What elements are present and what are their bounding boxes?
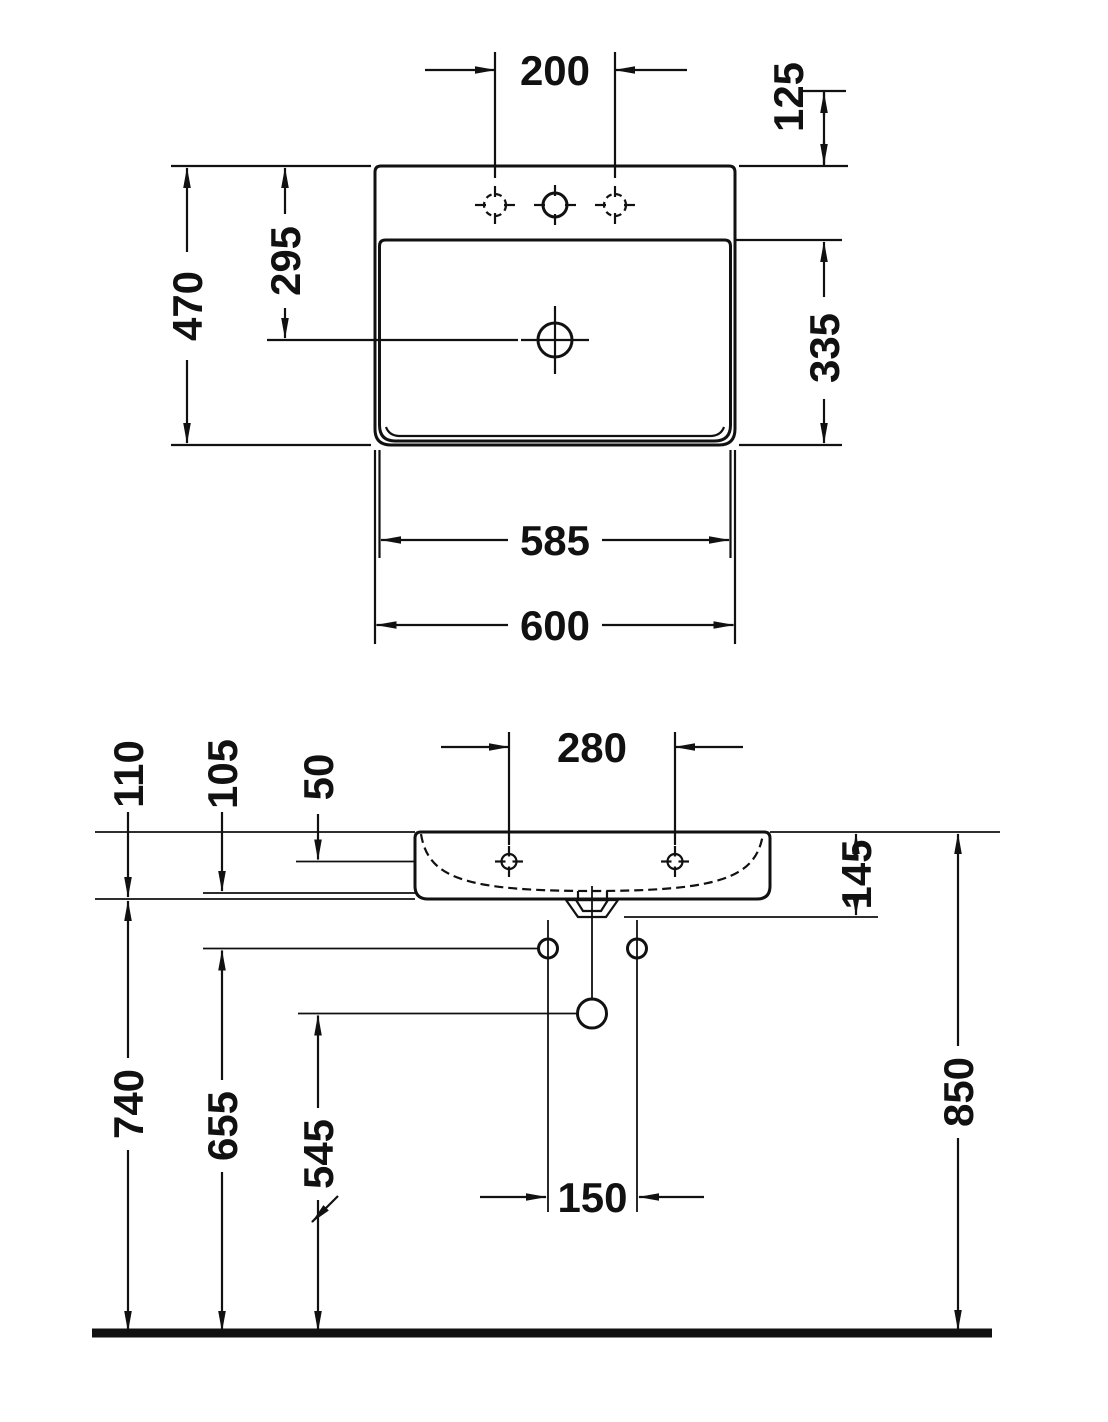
dim-tap-drop-50: 50 <box>295 754 342 861</box>
waste-outlet <box>521 306 589 374</box>
dim-label-110: 110 <box>105 740 152 808</box>
dim-outlet-rear-295: 295 <box>262 167 518 342</box>
dim-label-105: 105 <box>199 739 246 809</box>
dim-label-50: 50 <box>295 754 342 801</box>
dim-front-edge-110: 110 <box>105 740 152 898</box>
tap-hole-right <box>595 186 635 224</box>
dim-outlet-below-rim-145: 145 <box>833 833 880 916</box>
dim-label-335: 335 <box>801 313 848 383</box>
dim-label-150: 150 <box>557 1174 627 1221</box>
front-view: 110 105 50 280 145 740 <box>92 724 1000 1338</box>
bowl-bottom-contour <box>384 426 726 438</box>
dim-label-850: 850 <box>935 1057 982 1127</box>
dim-underside-height-740: 740 <box>105 900 152 1332</box>
dim-bowl-depth-335: 335 <box>735 238 848 447</box>
dim-label-200: 200 <box>520 47 590 94</box>
fixing-hole-right <box>626 937 648 960</box>
tap-hole-front-left <box>495 846 523 877</box>
dim-rim-height-850: 850 <box>935 833 982 1331</box>
dim-fixing-height-655: 655 <box>199 949 246 1332</box>
tap-hole-center <box>534 185 576 225</box>
dim-label-545: 545 <box>295 1119 342 1189</box>
dim-label-600: 600 <box>520 602 590 649</box>
basin-inner-rim <box>378 238 732 443</box>
dim-label-280: 280 <box>557 724 627 771</box>
top-view: 200 125 470 295 <box>164 47 848 649</box>
dim-outlet-height-545: 545 <box>295 1014 342 1332</box>
basin-profile <box>413 830 772 901</box>
tap-hole-left <box>475 186 515 224</box>
dim-label-145: 145 <box>833 839 880 909</box>
dim-overall-width-600: 600 <box>373 450 737 649</box>
dim-label-655: 655 <box>199 1091 246 1161</box>
dim-inner-width-585: 585 <box>378 450 732 564</box>
waste-fitting <box>563 898 621 919</box>
dim-front-tap-spacing-280: 280 <box>441 724 743 845</box>
dim-rear-offset-125: 125 <box>739 62 848 168</box>
dim-depth-470: 470 <box>164 164 371 447</box>
basin-outline <box>373 164 737 447</box>
tap-hole-front-right <box>661 846 689 877</box>
dim-bowl-height-105: 105 <box>199 739 246 892</box>
dim-fixing-spacing-150: 150 <box>480 1174 704 1221</box>
bowl-hidden-curve <box>419 833 765 893</box>
dim-label-125: 125 <box>765 62 812 132</box>
dim-label-585: 585 <box>520 517 590 564</box>
waste-pipe-outlet <box>576 997 608 1030</box>
dim-label-295: 295 <box>262 226 309 296</box>
dim-label-740: 740 <box>105 1069 152 1139</box>
dim-label-470: 470 <box>164 271 211 341</box>
leader-arrow-icon <box>311 1195 339 1223</box>
fixing-hole-left <box>537 937 559 960</box>
dim-tap-spacing-200: 200 <box>425 47 687 178</box>
